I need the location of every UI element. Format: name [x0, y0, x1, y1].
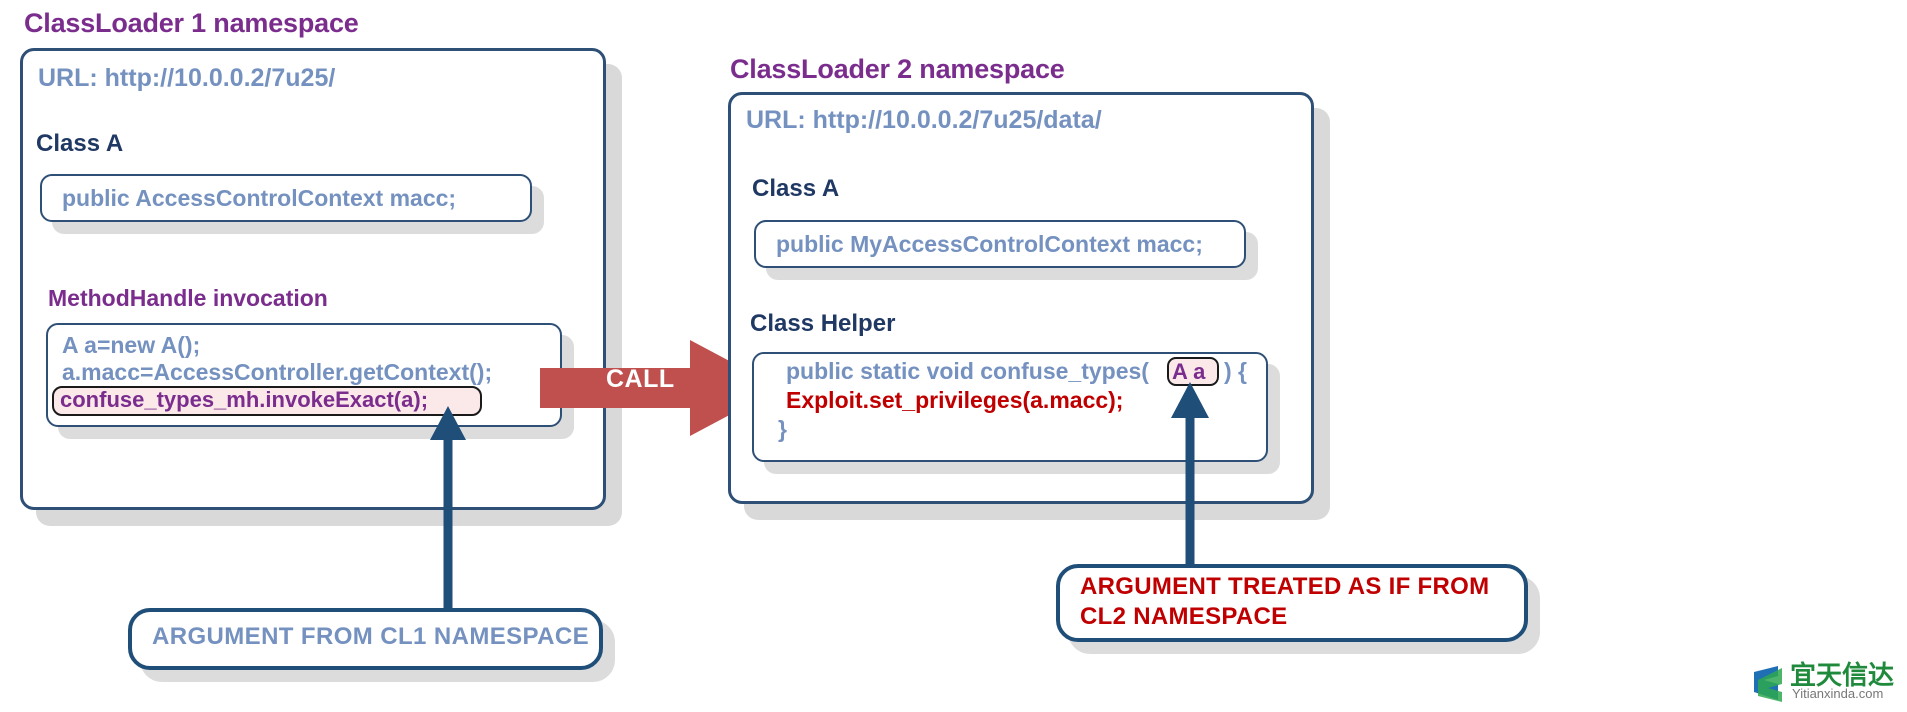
classloader1-panel [20, 48, 606, 510]
classloader1-code-line-3-invokeexact: confuse_types_mh.invokeExact(a); [60, 387, 429, 412]
watermark-english-text: Yitianxinda.com [1792, 686, 1884, 701]
classloader1-class-a-code-box [40, 174, 532, 222]
classloader1-namespace-title: ClassLoader 1 namespace [24, 8, 359, 38]
right-callout-connector-arrow [1171, 382, 1209, 572]
classloader1-url: URL: http://10.0.0.2/7u25/ [38, 64, 336, 92]
classloader2-class-a-code: public MyAccessControlContext macc; [776, 231, 1203, 257]
classloader1-class-a-code: public AccessControlContext macc; [62, 185, 457, 211]
classloader2-class-a-label: Class A [752, 175, 840, 202]
classloader2-namespace-title: ClassLoader 2 namespace [730, 54, 1065, 84]
classloader2-class-a-code-box [754, 220, 1246, 268]
left-callout-box [128, 608, 603, 670]
right-callout-text: ARGUMENT TREATED AS IF FROM CL2 NAMESPAC… [1080, 573, 1490, 630]
call-arrow-label: CALL [606, 365, 675, 393]
classloader1-class-a-label: Class A [36, 130, 124, 157]
left-callout-text: ARGUMENT FROM CL1 NAMESPACE [152, 623, 590, 650]
classloader2-code-line-2-exploit: Exploit.set_privileges(a.macc); [786, 387, 1124, 413]
classloader2-code-param-a-a: A a [1172, 359, 1206, 384]
classloader1-invokeexact-highlight-box [52, 386, 482, 416]
classloader1-code-line-2: a.macc=AccessController.getContext(); [62, 359, 493, 385]
classloader2-class-helper-label: Class Helper [750, 310, 896, 337]
classloader2-code-line-1-head: public static void confuse_types( [786, 358, 1149, 384]
classloader1-code-line-1: A a=new A(); [62, 332, 201, 358]
watermark-chinese-text: 宜天信达 [1790, 660, 1895, 690]
classloader2-param-highlight-box [1167, 357, 1219, 386]
right-callout-box [1056, 564, 1528, 642]
left-callout-connector-arrow [430, 406, 466, 618]
classloader2-code-line-1-tail: ) { [1224, 358, 1247, 384]
classloader1-methodhandle-label: MethodHandle invocation [48, 285, 328, 311]
classloader2-url: URL: http://10.0.0.2/7u25/data/ [746, 106, 1102, 134]
call-arrow [540, 340, 780, 436]
watermark-logo-icon [1754, 666, 1782, 702]
classloader2-code-line-3-close-brace: } [778, 416, 787, 442]
